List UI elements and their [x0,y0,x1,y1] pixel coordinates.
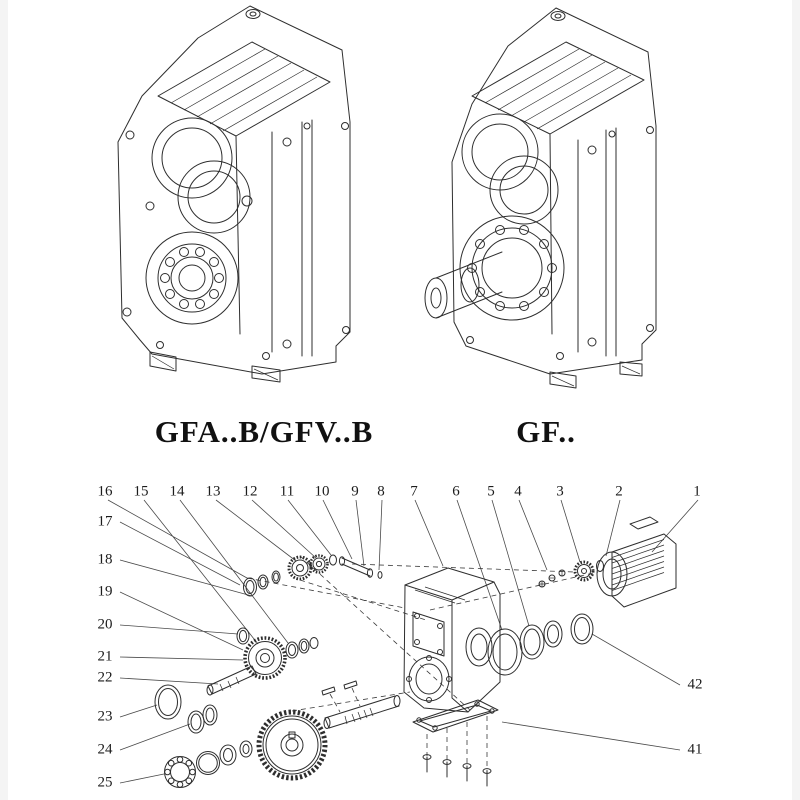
callout-14: 14 [169,483,185,500]
side-panel [577,127,617,357]
callout-21: 21 [97,648,113,665]
exploded-view: 16 15 14 13 12 11 10 9 8 7 6 5 4 3 2 1 1… [0,460,800,800]
callout-5: 5 [487,483,495,500]
callout-7: 7 [410,483,418,500]
bolt-holes [122,122,350,360]
callout-17: 17 [97,513,113,530]
mounting-feet [549,361,643,389]
top-vent-cap [245,9,261,19]
model-label-gfab: GFA..B/GFV..B [154,414,374,449]
page-edge-right [792,0,800,800]
callout-2: 2 [615,483,623,500]
output-flange [459,215,565,321]
foundation-bolts [422,754,492,787]
callout-15: 15 [133,483,149,500]
exploded-diagram [107,499,699,788]
output-shaft-part [321,680,401,729]
callout-22: 22 [97,669,113,686]
mounting-feet [149,351,281,383]
isometric-drawings [117,5,657,389]
page-edge-left [0,0,8,800]
bolt-holes [466,126,654,360]
gearbox-gf-drawing [424,7,657,389]
callout-25: 25 [97,774,113,791]
output-bearing-cluster [164,740,253,788]
gearbox-gfab-drawing [117,5,351,383]
callout-6: 6 [452,483,460,500]
assembly-axis-lines [246,555,599,771]
callout-13: 13 [205,483,221,500]
motor [573,516,677,608]
oil-seal-ring [154,684,182,720]
callout-10: 10 [314,483,330,500]
callout-42: 42 [687,676,703,693]
callout-23: 23 [97,708,113,725]
front-edge [235,135,241,335]
callout-4: 4 [514,483,522,500]
callout-11: 11 [279,483,295,500]
input-cover-rings [243,570,281,597]
callout-3: 3 [556,483,564,500]
flange-rings [487,613,594,676]
gear-housing [403,567,501,713]
leader-lines [107,499,699,784]
shaft-key [343,680,358,690]
cooling-ribs [157,41,331,137]
input-bores [461,113,559,225]
callout-8: 8 [377,483,385,500]
base-gasket-plate [412,699,499,733]
shaft-key [321,686,336,696]
side-panel [271,119,313,357]
model-label-gf: GF.. [516,414,576,449]
callout-9: 9 [351,483,359,500]
callout-19: 19 [97,583,113,600]
callout-1: 1 [693,483,701,500]
top-vent-cap [550,11,566,21]
hollow-shaft-bearing [145,231,239,325]
input-bores [151,117,251,234]
motor-pinion [573,560,595,582]
callout-20: 20 [97,616,113,633]
small-fasteners [538,569,566,588]
intermediate-shaft [206,665,257,696]
callout-24: 24 [97,741,113,758]
input-pinion-gears [287,554,383,581]
terminal-box [629,516,659,530]
callout-16: 16 [97,483,113,500]
output-gear [256,709,328,781]
dowel-pin [377,571,383,579]
output-shaft [424,251,503,319]
cooling-ribs [471,41,645,135]
callout-12: 12 [242,483,258,500]
washer-stack [187,704,218,734]
callout-41: 41 [687,741,703,758]
intermediate-gear [236,627,319,680]
callout-18: 18 [97,551,113,568]
